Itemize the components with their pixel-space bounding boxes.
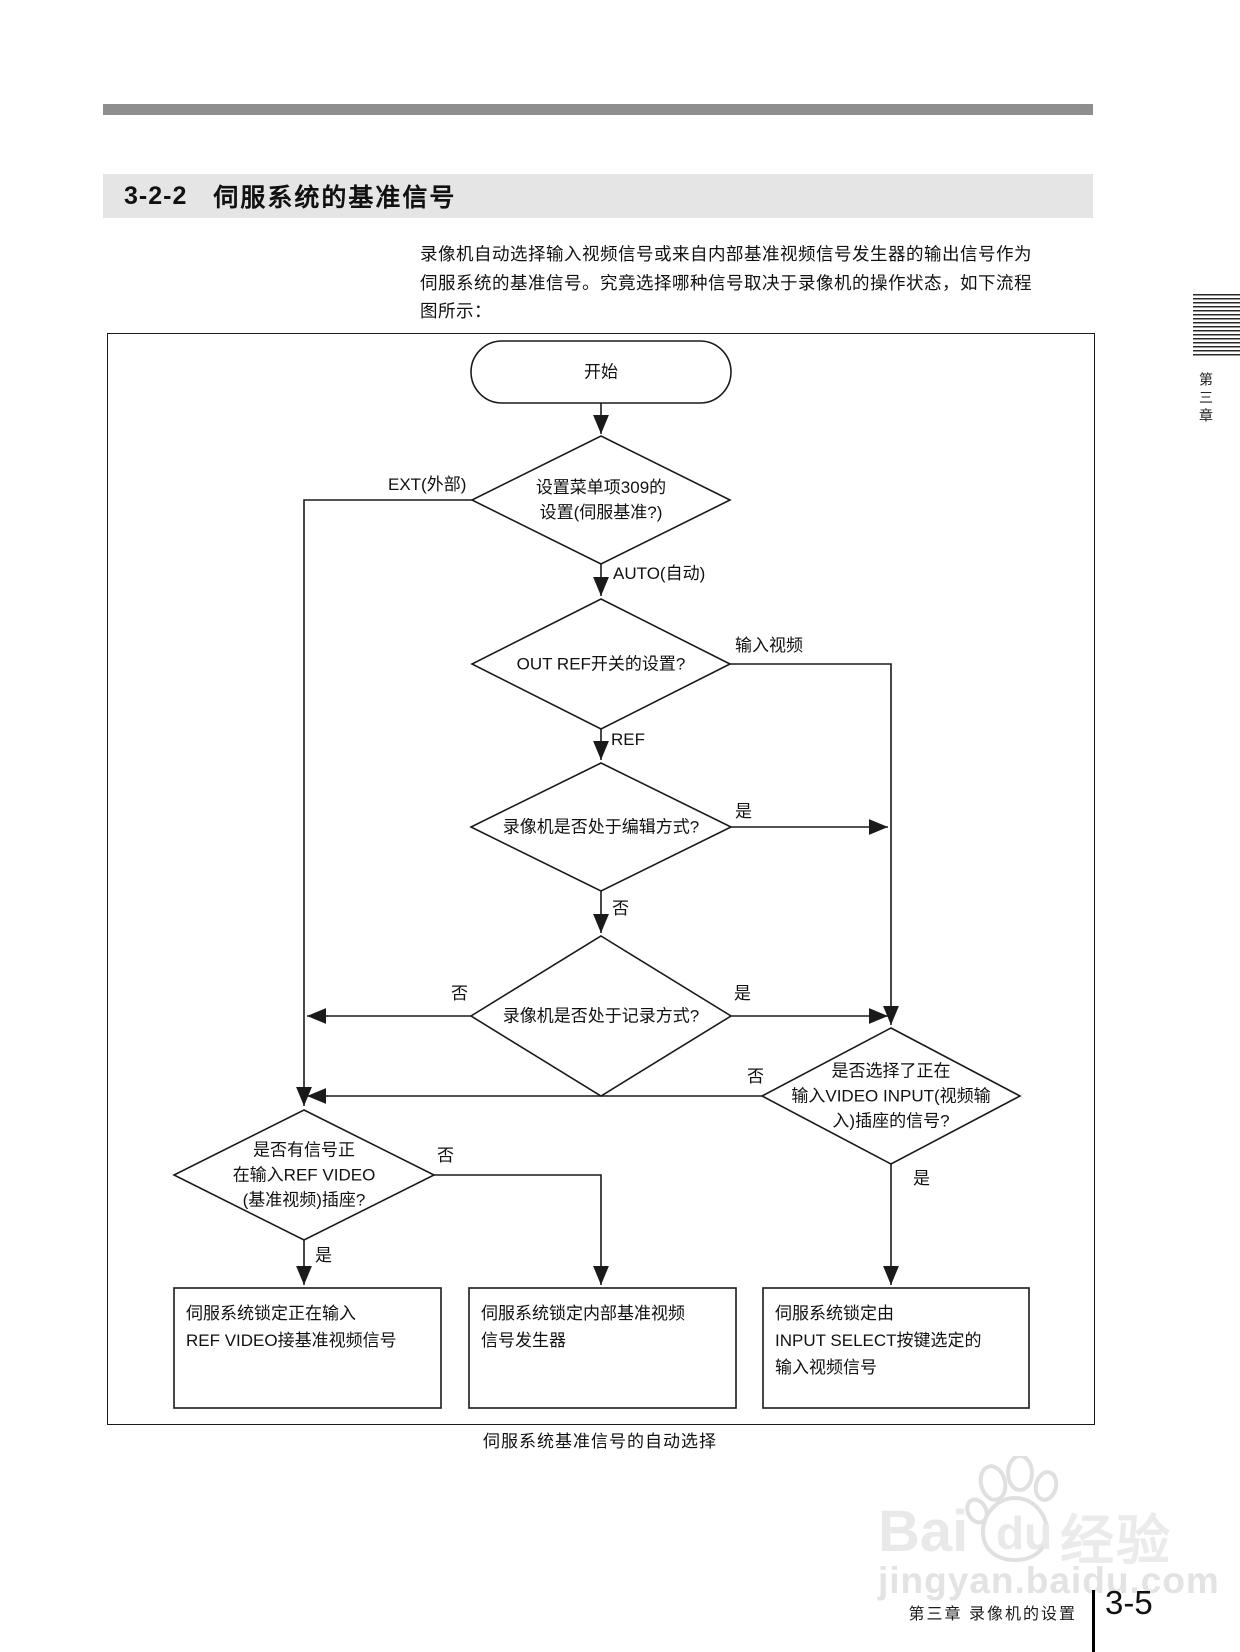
flowchart-graphics xyxy=(172,340,1030,1409)
edge-label-input-video: 输入视频 xyxy=(735,636,803,655)
chapter-side-tab: 第三章 xyxy=(1198,372,1214,426)
edge-label-d5-no: 否 xyxy=(747,1067,764,1086)
diamond-record-mode xyxy=(469,935,733,1097)
edge-d6-no-to-box2 xyxy=(434,1174,609,1285)
section-title: 伺服系统的基准信号 xyxy=(213,184,457,212)
intro-paragraph: 录像机自动选择输入视频信号或来自内部基准视频信号发生器的输出信号作为 伺服系统的… xyxy=(420,244,1032,321)
d4-label: 录像机是否处于记录方式? xyxy=(502,1006,700,1026)
d5-label: 是否选择了正在 输入VIDEO INPUT(视频输 入)插座的信号? xyxy=(791,1061,991,1131)
edge-label-d4-no: 否 xyxy=(451,984,468,1003)
edge-label-auto: AUTO(自动) xyxy=(613,564,706,583)
watermark-baidu-du: du xyxy=(996,1507,1053,1559)
result-box-ref-video xyxy=(173,1287,442,1409)
top-rule-bar xyxy=(103,104,1093,115)
diamond-edit-mode xyxy=(469,762,733,892)
edge-label-ext: EXT(外部) xyxy=(388,475,467,494)
footer-divider xyxy=(1092,1590,1095,1652)
chapter-hatch-icon xyxy=(1193,294,1240,358)
diamond-out-ref-switch xyxy=(470,598,732,730)
footer-chapter-title: 第三章 录像机的设置 xyxy=(908,1606,1077,1623)
d6-label: 是否有信号正 在输入REF VIDEO (基准视频)插座? xyxy=(232,1140,376,1210)
footer-page-number: 3-5 xyxy=(1105,1584,1153,1621)
edge-input-video-right-column xyxy=(730,663,899,1025)
edge-label-d6-yes: 是 xyxy=(315,1246,332,1265)
edge-ext-left-column xyxy=(296,499,472,1106)
watermark-jingyan: 经验 xyxy=(1060,1511,1172,1571)
edge-label-d3-no: 否 xyxy=(612,899,629,918)
d1-label: 设置菜单项309的 设置(伺服基准?) xyxy=(535,478,667,522)
edge-label-d5-yes: 是 xyxy=(913,1169,930,1188)
diamond-video-input-selected xyxy=(760,1027,1022,1165)
box2-label: 伺服系统锁定内部基准视频 信号发生器 xyxy=(481,1304,685,1350)
watermark-url: jingyan.baidu.com xyxy=(878,1560,1220,1601)
edge-label-d6-no: 否 xyxy=(437,1146,454,1165)
diamond-menu-309 xyxy=(470,435,732,565)
flowchart-frame: 开始 设置菜单项309的 设置(伺服基准?) OUT REF开关的设置? 录像机… xyxy=(107,333,1095,1425)
section-number: 3-2-2 xyxy=(124,181,188,210)
start-terminator xyxy=(470,340,732,404)
edge-label-d3-yes: 是 xyxy=(735,802,752,821)
diamond-ref-video-signal xyxy=(172,1109,436,1241)
figure-caption: 伺服系统基准信号的自动选择 xyxy=(483,1432,717,1451)
d3-label: 录像机是否处于编辑方式? xyxy=(502,817,700,837)
box3-label: 伺服系统锁定由 INPUT SELECT按键选定的 输入视频信号 xyxy=(775,1304,982,1377)
edge-label-ref: REF xyxy=(611,730,645,749)
section-header: 3-2-2 伺服系统的基准信号 xyxy=(103,174,1093,218)
edge-label-d4-yes: 是 xyxy=(734,984,751,1003)
start-label: 开始 xyxy=(584,362,618,382)
baidu-paw-icon xyxy=(965,1456,1059,1562)
watermark-baidu-bai: Bai xyxy=(878,1499,969,1564)
box1-label: 伺服系统锁定正在输入 REF VIDEO接基准视频信号 xyxy=(186,1304,397,1350)
d2-label: OUT REF开关的设置? xyxy=(516,654,686,674)
result-box-internal-generator xyxy=(468,1287,737,1409)
result-box-input-select xyxy=(762,1287,1030,1409)
